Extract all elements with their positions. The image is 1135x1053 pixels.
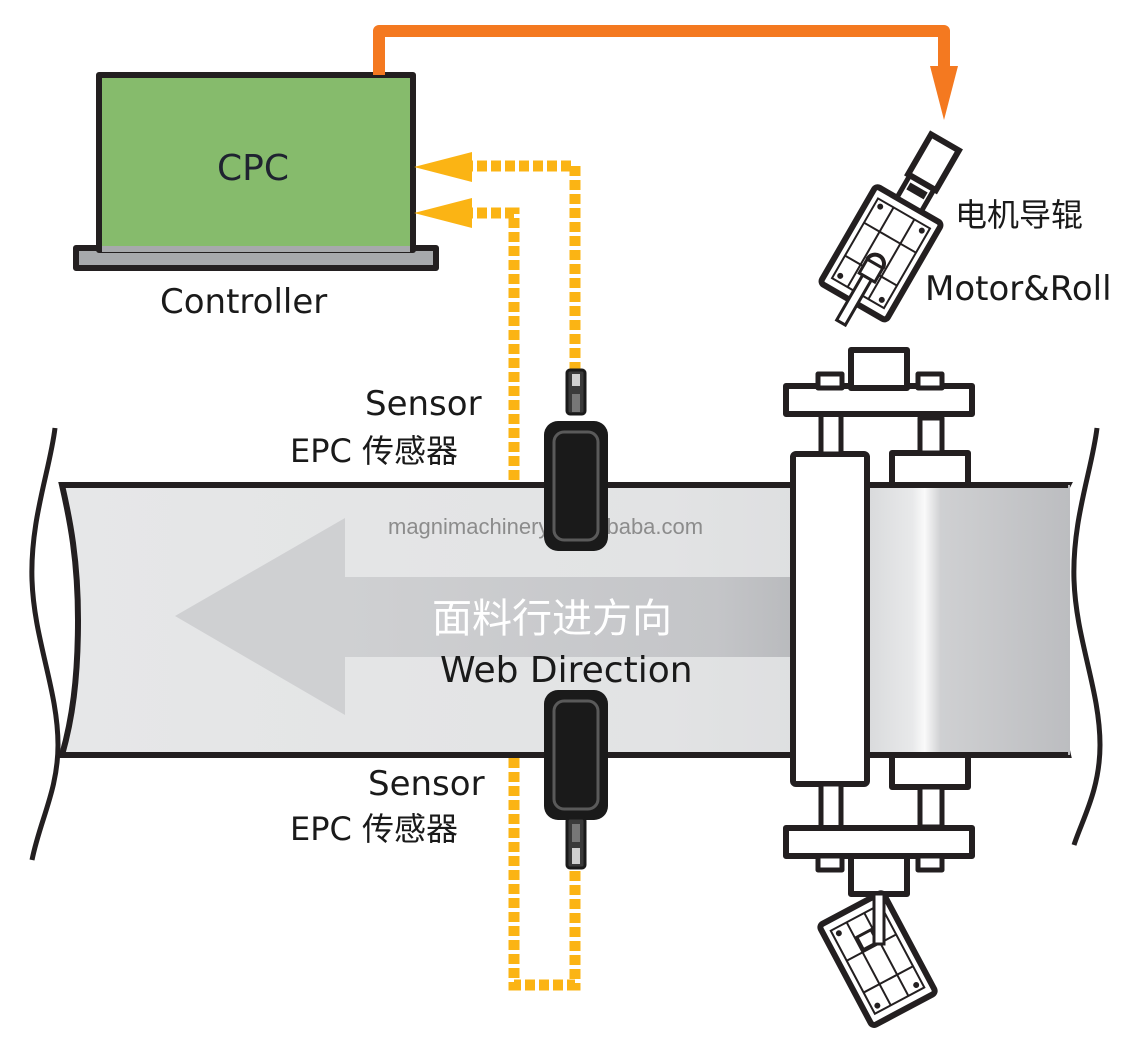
sensor-top-body <box>544 421 608 551</box>
sensor-bottom <box>544 690 608 870</box>
motor-bottom <box>817 890 938 1028</box>
sensor-top <box>544 368 608 551</box>
controller-body <box>96 72 416 253</box>
sensor-bottom-body <box>544 690 608 820</box>
actuator-label-cn: 电机导辊 <box>955 196 1083 234</box>
web-direction-label-cn: 面料行进方向 <box>432 596 672 642</box>
break-line-left <box>29 427 61 861</box>
feedback-signal-bottom <box>414 198 520 480</box>
actuator-label-en: Motor&Roll <box>925 269 1112 309</box>
motor-top <box>818 130 963 328</box>
bottom-frame-plate <box>783 825 975 859</box>
controller-device-label: CPC <box>217 148 289 189</box>
controller-caption: Controller <box>160 282 327 322</box>
control-signal-line <box>373 25 958 120</box>
sensor-top-label-en: Sensor <box>365 384 482 424</box>
arrow-head <box>175 518 345 715</box>
guide-roll-front <box>790 451 870 787</box>
motor-bottom-shaft <box>872 892 886 946</box>
guide-roll-back <box>868 485 1070 755</box>
sensor-bottom-label-cn: EPC 传感器 <box>290 810 458 848</box>
feedback-arrowhead-top <box>414 152 472 182</box>
controller: CPC <box>73 72 439 271</box>
feedback-arrowhead-bottom <box>414 198 472 228</box>
guide-roller-assembly <box>783 347 1070 897</box>
break-line-right <box>1071 427 1103 846</box>
sensor-bottom-label-en: Sensor <box>368 764 485 804</box>
sensor-top-label-cn: EPC 传感器 <box>290 432 458 470</box>
web-direction-label-en: Web Direction <box>440 650 693 691</box>
feedback-signal-bottom-loop <box>508 758 581 991</box>
control-signal-arrowhead <box>930 66 958 120</box>
feedback-signal-top <box>414 152 581 372</box>
